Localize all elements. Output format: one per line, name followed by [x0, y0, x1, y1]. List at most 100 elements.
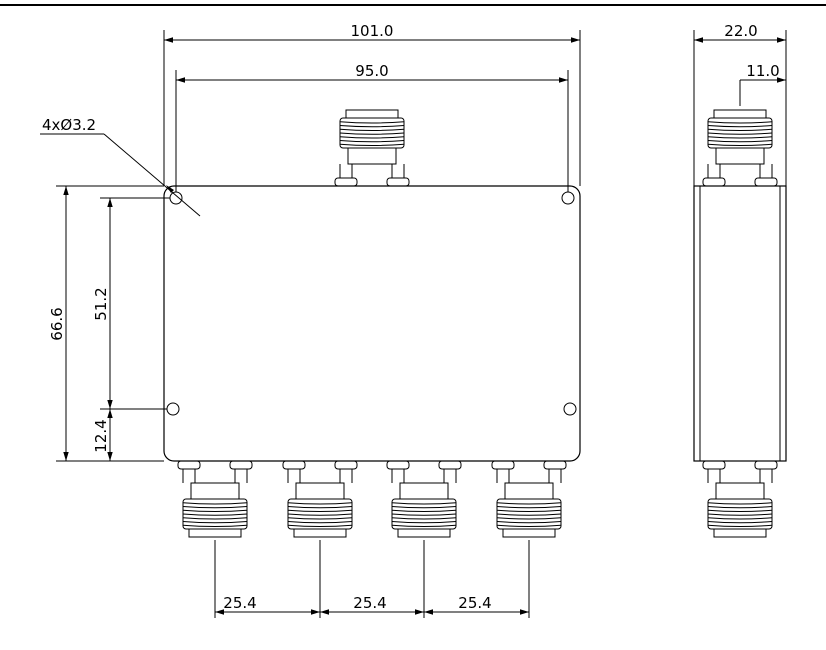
- side-bottom-conn-thread-line-1: [707, 502, 773, 505]
- side-top-conn-thread-line-2: [707, 125, 773, 128]
- side-top-conn-ring: [713, 109, 767, 119]
- mount-hole-top-left: [169, 191, 183, 205]
- side-bottom-connector: [702, 460, 778, 538]
- dim-overall-height-label: 66.6: [48, 307, 66, 340]
- output-connector-2: [282, 460, 358, 538]
- side-top-conn-thread-line-4: [707, 132, 773, 135]
- input-conn-pad-2: [386, 177, 410, 187]
- output-conn-3-pad-1: [386, 460, 410, 470]
- output-conn-1-thread-line-7: [182, 524, 248, 527]
- dim-hole-spacing-height-label: 51.2: [92, 287, 110, 320]
- dim-side-half-depth-label: 11.0: [746, 62, 779, 80]
- input-connector: [334, 109, 410, 187]
- output-conn-4-thread-line-1: [496, 502, 562, 505]
- side-bottom-conn-thread-line-3: [707, 509, 773, 512]
- side-top-conn-thread-line-1: [707, 121, 773, 124]
- output-conn-2-pad-1: [282, 460, 306, 470]
- output-conn-1-ring: [188, 528, 242, 538]
- dim-hole-offset-bottom: 12.4: [92, 409, 113, 461]
- side-bottom-conn-ring: [713, 528, 767, 538]
- output-conn-4-thread-line-3: [496, 509, 562, 512]
- output-conn-2-thread-line-2: [287, 506, 353, 509]
- output-conn-4-ring: [502, 528, 556, 538]
- dim-hole-offset-bottom-label: 12.4: [92, 419, 110, 452]
- output-conn-2-thread-line-5: [287, 517, 353, 520]
- side-bottom-conn-neck: [715, 482, 765, 500]
- input-conn-thread-line-1: [339, 121, 405, 124]
- side-bottom-conn-thread-line-5: [707, 517, 773, 520]
- dim-hole-spacing-width-label: 95.0: [355, 62, 388, 80]
- output-conn-4-pad-2: [543, 460, 567, 470]
- side-bottom-conn-thread-line-4: [707, 513, 773, 516]
- dim-hole-callout-label: 4xØ3.2: [42, 116, 96, 134]
- output-conn-3-thread-line-5: [391, 517, 457, 520]
- dim-port-pitch-3-label: 25.4: [458, 594, 491, 612]
- output-conn-2-thread-line-7: [287, 524, 353, 527]
- output-conn-3-thread-line-3: [391, 509, 457, 512]
- output-conn-4-pad-1: [491, 460, 515, 470]
- side-bottom-conn-pad-2: [754, 460, 778, 470]
- output-conn-3-thread-line-1: [391, 502, 457, 505]
- output-connector-1: [177, 460, 253, 538]
- side-top-conn-pad-2: [754, 177, 778, 187]
- side-top-conn-thread-line-7: [707, 143, 773, 146]
- dim-side-half-depth: 11.0: [739, 62, 786, 106]
- output-conn-2-thread-line-1: [287, 502, 353, 505]
- output-conn-1-thread-line-2: [182, 506, 248, 509]
- output-conn-1-thread-line-3: [182, 509, 248, 512]
- side-bottom-conn-thread-line-6: [707, 521, 773, 524]
- dim-port-pitch-1-label: 25.4: [223, 594, 256, 612]
- output-conn-4-thread-line-7: [496, 524, 562, 527]
- dim-overall-width: 101.0: [163, 22, 581, 186]
- output-conn-3-neck: [399, 482, 449, 500]
- front-body: [163, 185, 581, 462]
- output-conn-2-pad-2: [334, 460, 358, 470]
- output-conn-3-thread-line-4: [391, 513, 457, 516]
- mount-hole-top-right: [561, 191, 575, 205]
- dim-hole-spacing-height: 51.2: [92, 197, 170, 410]
- mount-hole-bottom-left: [166, 402, 180, 416]
- output-conn-3-pad-2: [438, 460, 462, 470]
- side-top-connector: [702, 109, 778, 187]
- output-connectors: [177, 460, 567, 538]
- dim-port-pitch: 25.4 25.4 25.4: [214, 540, 530, 618]
- output-conn-2-thread-line-4: [287, 513, 353, 516]
- output-conn-2-ring: [293, 528, 347, 538]
- output-connector-3: [386, 460, 462, 538]
- dim-hole-spacing-width: 95.0: [175, 62, 569, 192]
- input-conn-pad-1: [334, 177, 358, 187]
- front-view: [163, 109, 581, 538]
- input-conn-thread-line-5: [339, 136, 405, 139]
- output-conn-1-thread-line-6: [182, 521, 248, 524]
- output-conn-4-thread-line-4: [496, 513, 562, 516]
- output-conn-4-thread-line-5: [496, 517, 562, 520]
- side-top-conn-pad-1: [702, 177, 726, 187]
- side-top-conn-thread-line-5: [707, 136, 773, 139]
- output-conn-2-thread-line-3: [287, 509, 353, 512]
- side-bottom-conn-thread-line-7: [707, 524, 773, 527]
- dim-side-depth: 22.0: [693, 22, 787, 186]
- output-conn-4-neck: [504, 482, 554, 500]
- output-conn-1-neck: [190, 482, 240, 500]
- output-conn-3-ring: [397, 528, 451, 538]
- dim-port-pitch-2-label: 25.4: [353, 594, 386, 612]
- output-conn-4-thread-line-2: [496, 506, 562, 509]
- output-conn-3-thread-line-2: [391, 506, 457, 509]
- side-top-conn-thread-line-6: [707, 140, 773, 143]
- output-conn-1-thread-line-4: [182, 513, 248, 516]
- side-top-conn-neck: [715, 147, 765, 165]
- input-conn-thread-line-2: [339, 125, 405, 128]
- output-conn-3-thread-line-6: [391, 521, 457, 524]
- mount-hole-bottom-right: [563, 402, 577, 416]
- side-top-conn-thread-line-3: [707, 128, 773, 131]
- output-conn-2-neck: [295, 482, 345, 500]
- output-conn-1-pad-2: [229, 460, 253, 470]
- input-conn-neck: [347, 147, 397, 165]
- dim-side-depth-label: 22.0: [724, 22, 757, 40]
- output-conn-1-pad-1: [177, 460, 201, 470]
- input-conn-thread-line-3: [339, 128, 405, 131]
- output-conn-3-thread-line-7: [391, 524, 457, 527]
- dim-overall-width-label: 101.0: [351, 22, 394, 40]
- output-connector-4: [491, 460, 567, 538]
